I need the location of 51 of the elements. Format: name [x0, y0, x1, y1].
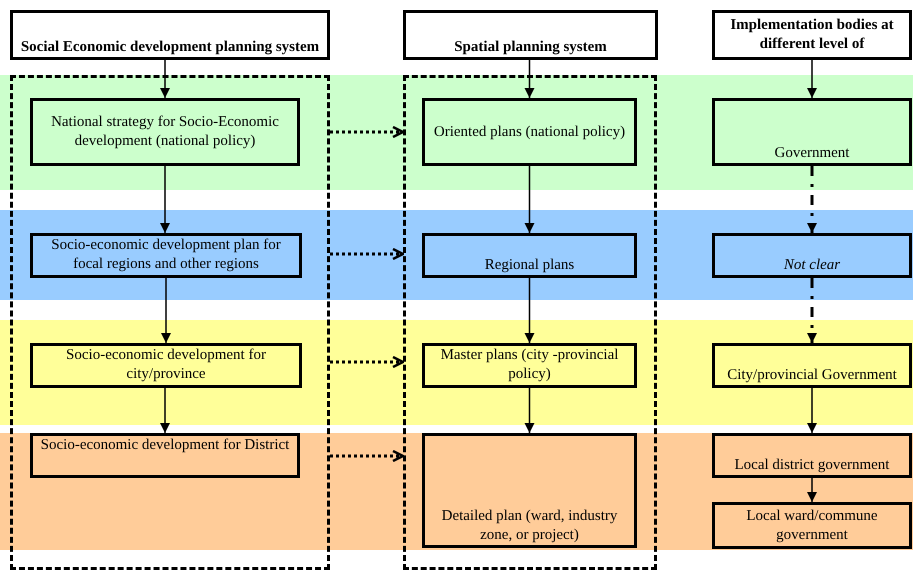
process-box [422, 98, 637, 166]
header-box [10, 10, 330, 60]
box-text: Socio-economic development plan for focal regions and other regions [50, 236, 282, 274]
box-text: City/provincial Government [727, 366, 897, 385]
arrow [161, 278, 171, 343]
process-box [422, 233, 637, 278]
process-box [422, 433, 637, 548]
header-box [403, 10, 658, 60]
header-text: Implementation bodies at different level of [729, 16, 895, 54]
arrow [524, 278, 534, 343]
box-text: Oriented plans (national policy) [434, 122, 626, 142]
process-box [712, 233, 912, 278]
process-box [712, 98, 912, 166]
dashed-container [10, 75, 330, 570]
process-box [712, 433, 912, 478]
box-text: Government [774, 144, 850, 163]
box-text: Not clear [784, 256, 840, 275]
header-text: Social Economic development planning system [20, 38, 320, 57]
header-box [712, 10, 912, 60]
box-text: Local ward/commune government [745, 506, 879, 544]
box-text: Regional plans [484, 256, 574, 275]
process-box [712, 502, 912, 549]
box-text: Socio-economic development for District [40, 436, 290, 455]
arrow [330, 248, 404, 260]
arrow [807, 60, 817, 98]
arrow [330, 356, 404, 368]
arrow [524, 166, 534, 233]
box-text: Detailed plan (ward, industry zone, or project) [440, 507, 618, 545]
process-box [712, 343, 912, 388]
box-text: Master plans (city -provincial policy) [440, 346, 620, 384]
process-box [30, 433, 300, 478]
process-box [30, 98, 300, 166]
arrow [524, 60, 534, 98]
arrow [160, 388, 170, 433]
box-text: Local district government [734, 456, 890, 475]
arrow [807, 478, 817, 502]
process-box [422, 343, 637, 388]
arrow [807, 388, 817, 433]
arrow [807, 278, 817, 343]
box-text: National strategy for Socio-Economic development (national policy) [50, 113, 280, 151]
arrow [807, 166, 817, 233]
process-box [30, 233, 302, 278]
arrow [330, 450, 404, 462]
arrow [160, 166, 170, 233]
arrow [330, 126, 404, 138]
arrow [524, 388, 534, 433]
box-text: Socio-economic development for city/province [65, 346, 267, 384]
dashed-container [403, 75, 657, 570]
arrow [160, 60, 170, 98]
process-box [30, 343, 302, 388]
header-text: Spatial planning system [454, 38, 607, 57]
